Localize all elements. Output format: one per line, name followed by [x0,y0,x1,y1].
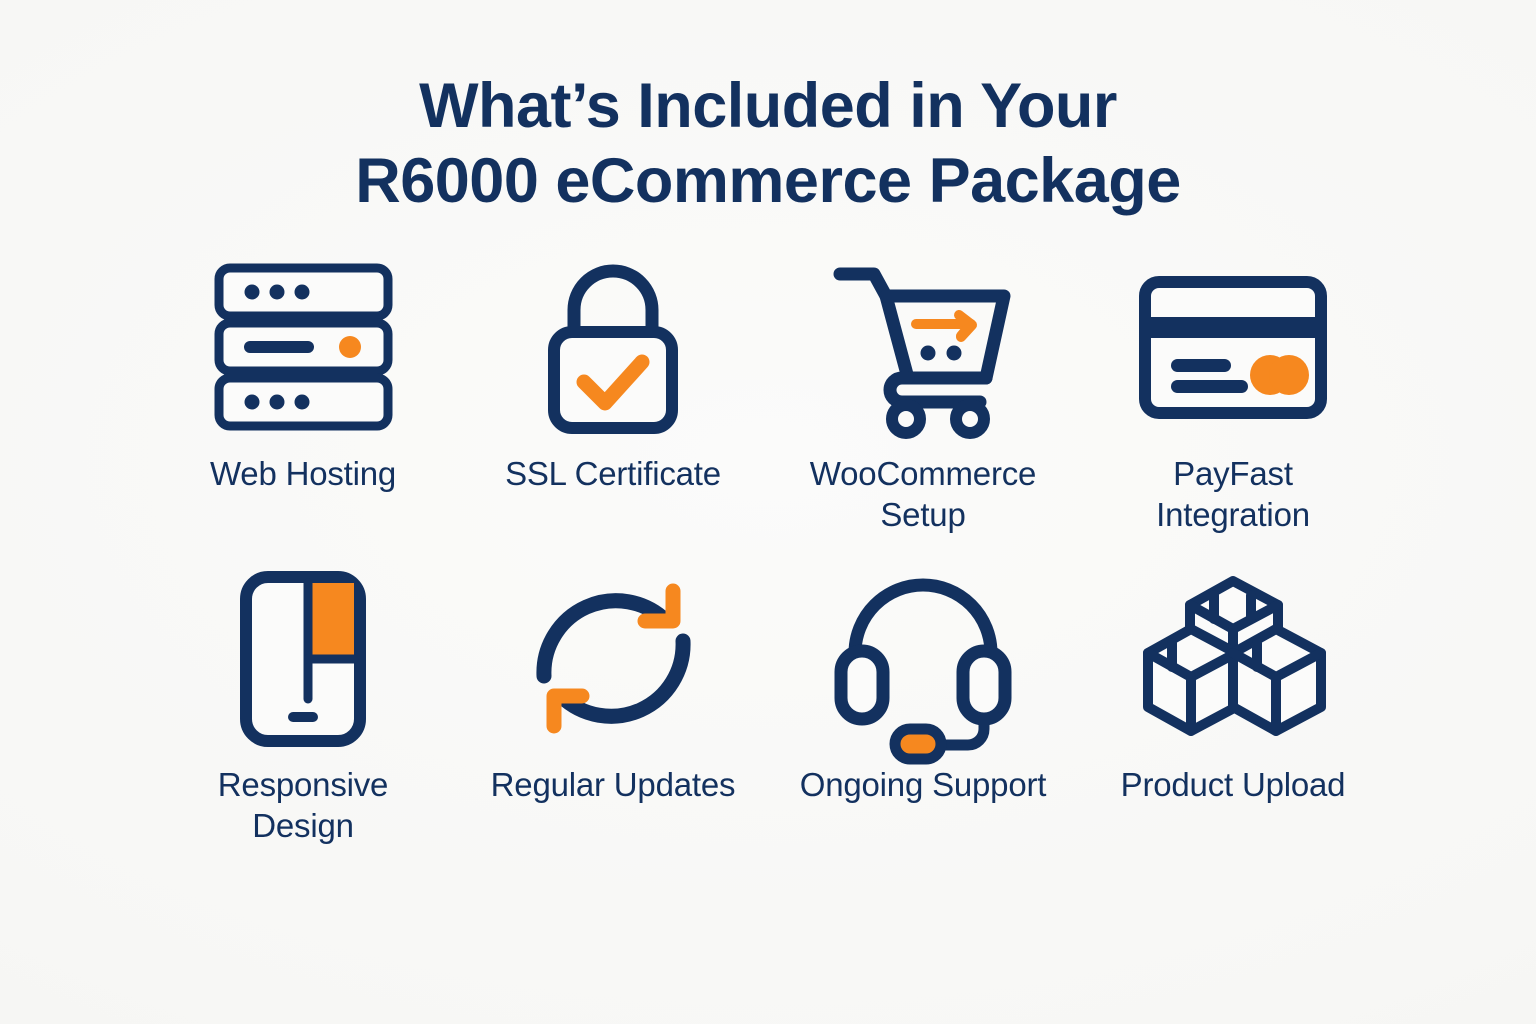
feature-label: WooCommerce Setup [809,454,1037,534]
page-title-line-2: R6000 eCommerce Package [355,146,1181,217]
headset-icon [823,564,1023,765]
feature-item-product-upload: Product Upload [1078,564,1388,847]
mobile-device-icon [203,564,403,754]
stacked-boxes-icon [1133,564,1333,754]
shopping-cart-icon [823,253,1023,443]
refresh-arrows-icon [513,564,713,754]
feature-label: Responsive Design [217,765,389,845]
feature-label: Web Hosting [209,454,397,492]
feature-item-ongoing-support: Ongoing Support [768,564,1078,847]
feature-item-regular-updates: Regular Updates [458,564,768,847]
feature-label: Regular Updates [490,765,736,803]
feature-item-payfast-integration: PayFast Integration [1078,253,1388,536]
credit-card-icon [1133,253,1333,443]
feature-item-ssl-certificate: SSL Certificate [458,253,768,536]
feature-item-responsive-design: Responsive Design [148,564,458,847]
feature-item-web-hosting: Web Hosting [148,253,458,536]
page-title-line-1: What’s Included in Your [419,71,1117,141]
feature-label: SSL Certificate [505,454,721,492]
feature-label: PayFast Integration [1156,454,1310,534]
feature-label: Ongoing Support [799,765,1047,803]
feature-label: Product Upload [1120,765,1346,803]
page-title: What’s Included in Your R6000 eCommerce … [355,71,1181,217]
feature-grid: Web Hosting SSL Certificate [148,253,1388,847]
feature-item-woocommerce-setup: WooCommerce Setup [768,253,1078,536]
server-icon [203,253,403,443]
lock-check-icon [513,253,713,443]
